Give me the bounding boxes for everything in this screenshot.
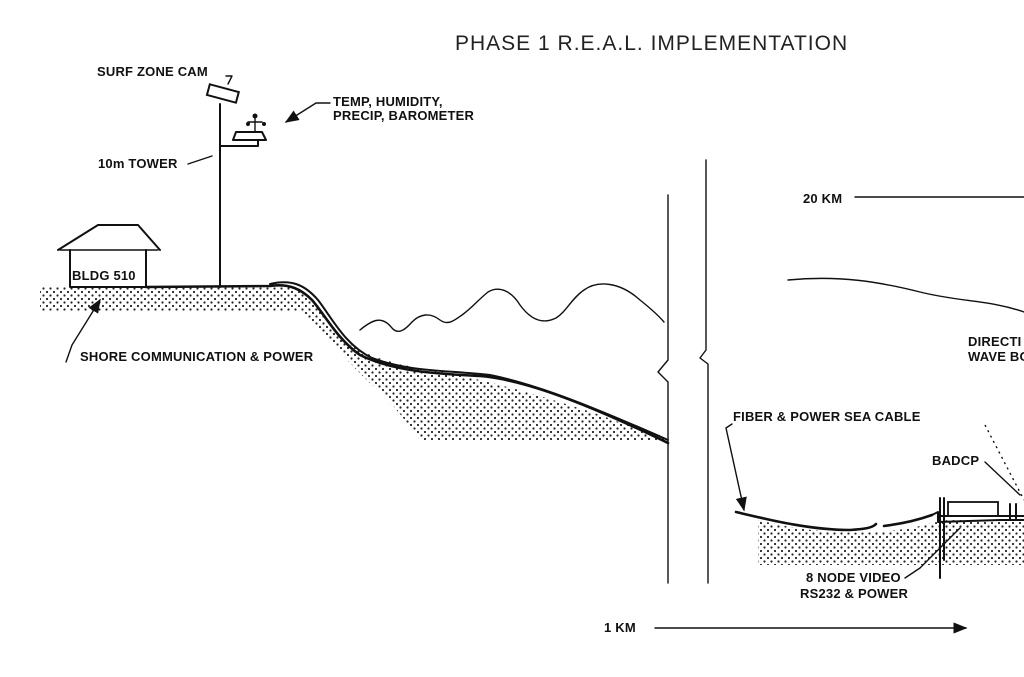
scale-break <box>657 159 709 584</box>
shore-section: BLDG 510 SURF ZONE CAM TEMP, HUMIDITY, P… <box>40 64 670 445</box>
surf-zone-cam-label: SURF ZONE CAM <box>97 64 208 79</box>
buoy-dotted-link <box>984 424 1024 501</box>
node-video-label: 8 NODE VIDEO <box>806 570 901 585</box>
diagram-title: PHASE 1 R.E.A.L. IMPLEMENTATION <box>455 32 848 55</box>
offshore-section: 20 KM DIRECTI WAVE BO FIBER & POWER SEA … <box>604 191 1024 635</box>
surf-waves <box>359 283 665 332</box>
badcp-label: BADCP <box>932 453 979 468</box>
shore-comm-label: SHORE COMMUNICATION & POWER <box>80 349 314 364</box>
building-510 <box>57 224 161 288</box>
distance-20km-label: 20 KM <box>803 191 842 206</box>
temp-humidity-label: TEMP, HUMIDITY, <box>333 94 443 109</box>
seabed-fill <box>758 520 1024 565</box>
seabed-cable <box>734 510 878 532</box>
precip-barometer-label: PRECIP, BAROMETER <box>333 108 475 123</box>
shore-sand-fill <box>40 286 668 440</box>
badcp-frame <box>937 497 1024 579</box>
tower-10m <box>205 75 267 288</box>
rs232-power-label: RS232 & POWER <box>800 586 908 601</box>
building-label: BLDG 510 <box>72 268 136 283</box>
directional-label-1: DIRECTI <box>968 334 1021 349</box>
shore-cable-line <box>269 281 669 441</box>
sea-cable-label: FIBER & POWER SEA CABLE <box>733 409 921 424</box>
sea-surface <box>787 277 1024 313</box>
directional-label-2: WAVE BO <box>968 349 1024 364</box>
distance-1km-label: 1 KM <box>604 620 636 635</box>
tower-label: 10m TOWER <box>98 156 178 171</box>
